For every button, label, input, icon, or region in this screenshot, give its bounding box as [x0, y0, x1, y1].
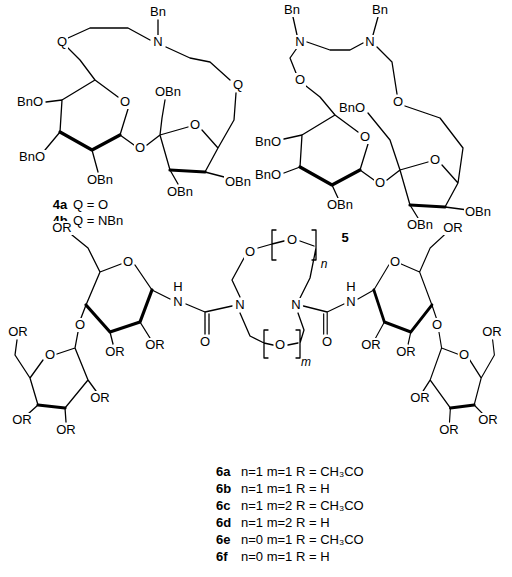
compound-number: 4a — [52, 198, 68, 212]
atom-label: OBn — [326, 198, 354, 212]
bond-lines — [232, 230, 316, 358]
bond-lines — [45, 20, 236, 184]
atom-label: O — [359, 130, 371, 144]
bond-lines — [284, 17, 468, 218]
compound-definition: n=1 m=2 R = CH₃CO — [240, 499, 365, 513]
atom-label: N — [364, 35, 375, 49]
atom-label: OR — [477, 413, 499, 427]
compound-number: 6f — [215, 550, 229, 564]
atom-label: OR — [104, 345, 126, 359]
atom-label: OR — [481, 325, 503, 339]
atom-label: N — [172, 295, 183, 309]
atom-label: OBn — [166, 185, 194, 199]
atom-label: OBn — [154, 85, 182, 99]
atom-label: O — [122, 255, 134, 269]
atom-label: O — [189, 118, 201, 132]
atom-label: O — [286, 233, 298, 247]
structure-5 — [284, 17, 468, 218]
index-label: m — [300, 355, 312, 369]
atom-label: Bn — [283, 3, 301, 17]
atom-label: O — [44, 348, 56, 362]
atom-label: O — [294, 73, 306, 87]
front-bonds — [60, 132, 205, 172]
atom-label: OR — [51, 221, 73, 235]
atom-label: OR — [409, 391, 431, 405]
atom-label: O — [119, 95, 131, 109]
index-label: n — [320, 257, 329, 271]
atom-label: N — [152, 35, 163, 49]
compound-definition: n=1 m=2 R = H — [240, 516, 331, 530]
compound-number: 6c — [215, 499, 231, 513]
atom-label: N — [234, 298, 245, 312]
compound-definition: Q = NBn — [72, 214, 124, 228]
atom-label: O — [429, 153, 441, 167]
compound-definition: n=0 m=1 R = H — [240, 550, 331, 564]
compound-number: 6e — [215, 533, 231, 547]
compound-number: 6d — [215, 516, 232, 530]
atom-label: N — [345, 295, 356, 309]
atom-label: O — [374, 176, 386, 190]
atom-label: O — [458, 348, 470, 362]
atom-label: OR — [438, 423, 460, 437]
atom-label: Q — [232, 78, 244, 92]
compound-number: 5 — [340, 231, 349, 245]
atom-label: Bn — [149, 5, 167, 19]
urea-cellobiose-left — [15, 235, 232, 422]
atom-label: O — [199, 335, 211, 349]
atom-label: OR — [144, 338, 166, 352]
atom-label: Bn — [371, 3, 389, 17]
bond-lines — [15, 235, 232, 422]
compound-number: 6b — [215, 482, 232, 496]
atom-label: O — [244, 245, 256, 259]
atom-label: OBn — [464, 205, 492, 219]
atom-label: OR — [89, 391, 111, 405]
crown-ether — [232, 230, 316, 358]
atom-label: O — [321, 335, 333, 349]
atom-label: OR — [360, 338, 382, 352]
atom-label: OBn — [406, 218, 434, 232]
compound-definition: n=1 m=1 R = CH₃CO — [240, 465, 365, 479]
atom-label: O — [431, 318, 443, 332]
atom-label: H — [345, 280, 356, 294]
atom-label: O — [274, 338, 286, 352]
atom-label: N — [290, 298, 301, 312]
atom-label: OBn — [224, 175, 252, 189]
compound-definition: n=1 m=1 R = H — [240, 482, 331, 496]
atom-label: O — [392, 95, 404, 109]
compound-definition: n=0 m=1 R = CH₃CO — [240, 533, 365, 547]
atom-label: O — [74, 318, 86, 332]
atom-label: H — [172, 280, 183, 294]
atom-label: BnO — [254, 135, 282, 149]
atom-label: OR — [55, 423, 77, 437]
atom-label: BnO — [254, 168, 282, 182]
atom-label: N — [294, 35, 305, 49]
atom-label: BnO — [18, 150, 46, 164]
atom-label: O — [134, 141, 146, 155]
atom-label: Q — [56, 35, 68, 49]
front-bonds — [38, 290, 152, 408]
atom-label: O — [389, 255, 401, 269]
atom-label: OR — [395, 345, 417, 359]
atom-label: OR — [7, 325, 29, 339]
compound-definition: Q = O — [72, 198, 109, 212]
atom-label: BnO — [16, 95, 44, 109]
urea-cellobiose-right — [303, 235, 494, 422]
front-bonds — [300, 167, 445, 207]
atom-label: OBn — [86, 173, 114, 187]
structure-4 — [45, 20, 236, 184]
atom-label: OR — [11, 413, 33, 427]
atom-label: OR — [442, 221, 464, 235]
compound-number: 6a — [215, 465, 231, 479]
atom-label: BnO — [338, 101, 366, 115]
